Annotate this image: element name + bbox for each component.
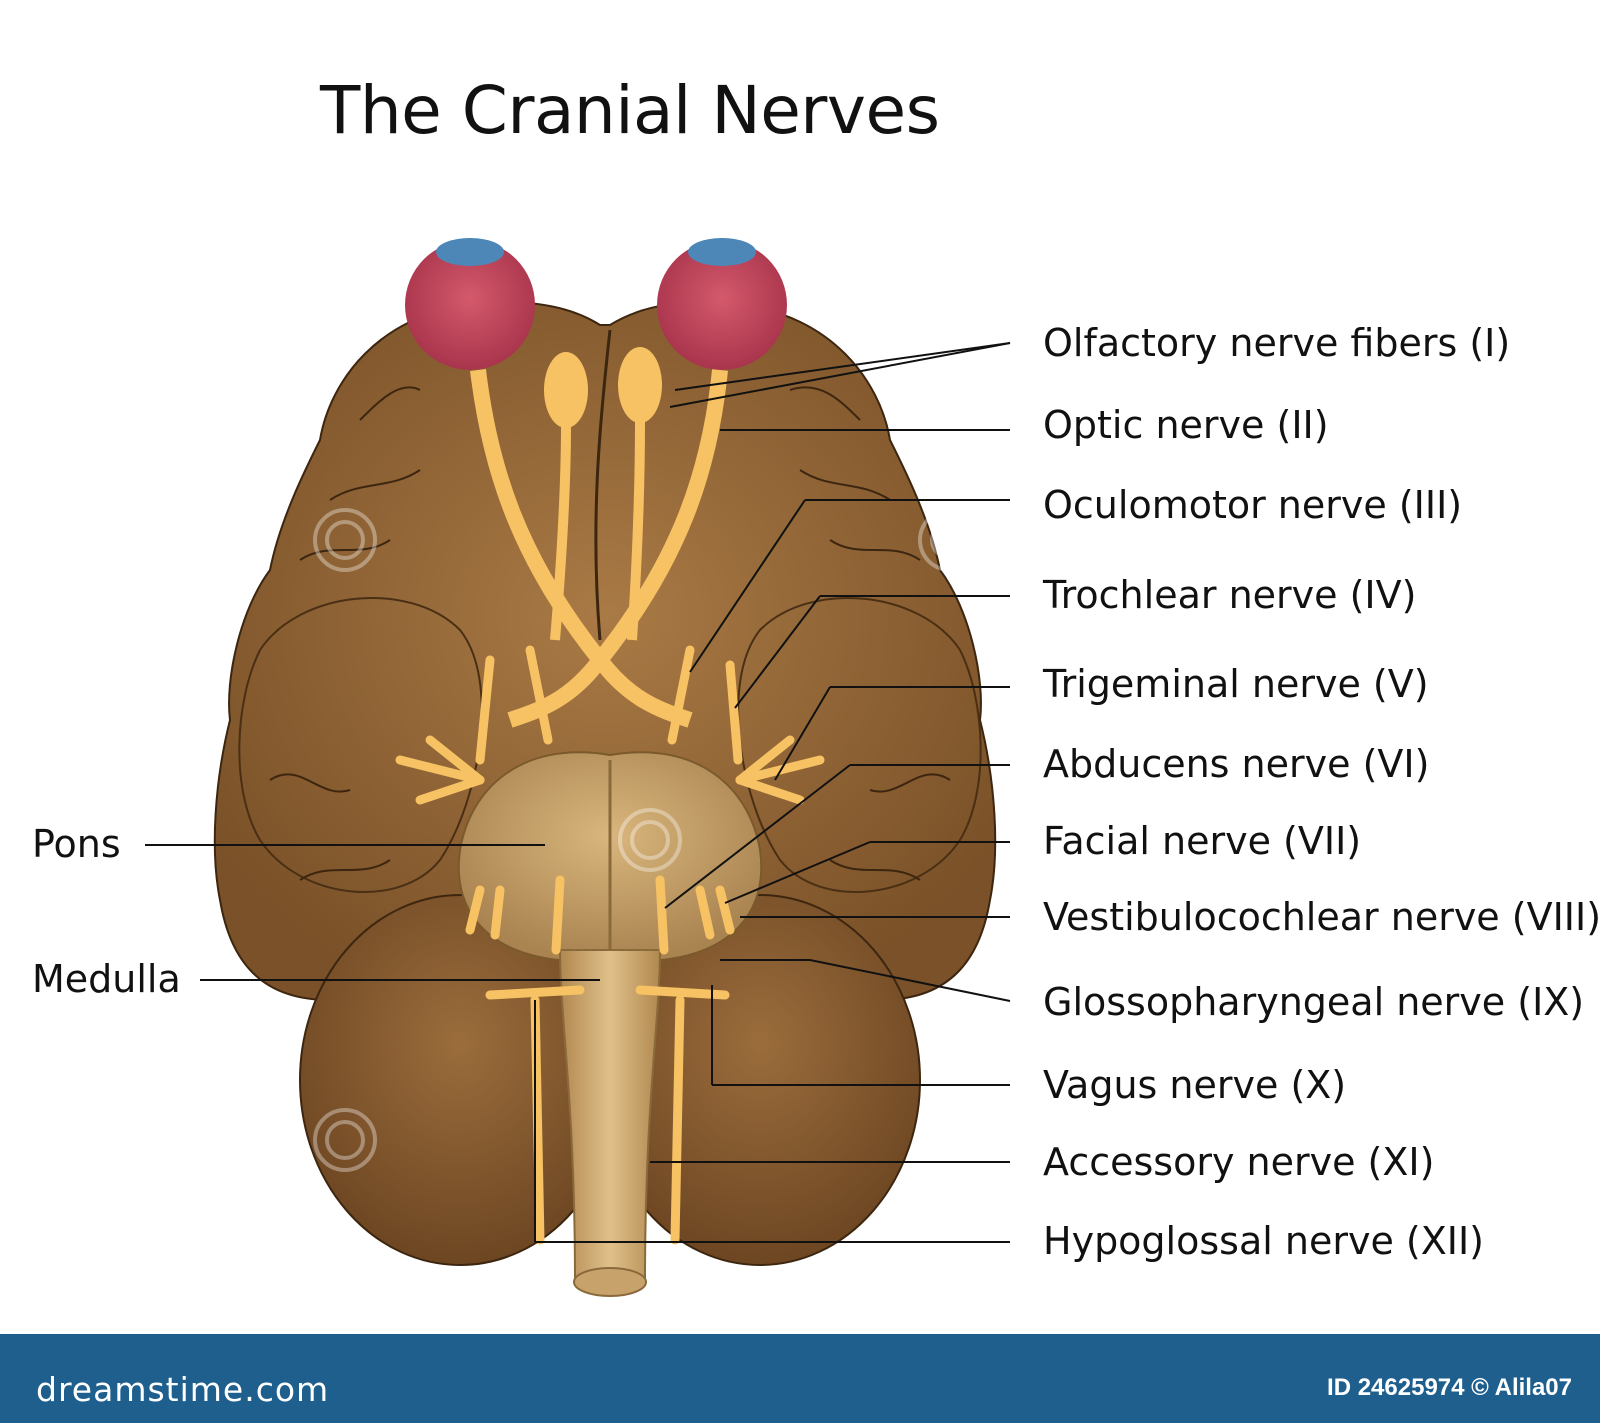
label-abducens: Abducens nerve (VI) [1043,742,1430,786]
label-olfactory: Olfactory nerve fibers (I) [1043,321,1511,365]
label-trochlear: Trochlear nerve (IV) [1043,573,1417,617]
label-hypoglossal: Hypoglossal nerve (XII) [1043,1219,1485,1263]
label-oculomotor: Oculomotor nerve (III) [1043,483,1463,527]
optic-nerve-right [507,369,728,728]
label-vagus: Vagus nerve (X) [1043,1063,1347,1107]
page-title: The Cranial Nerves [320,72,940,149]
label-glossopharyngeal: Glossopharyngeal nerve (IX) [1043,980,1585,1024]
watermark-swirls [313,508,982,1172]
label-accessory: Accessory nerve (XI) [1043,1140,1435,1184]
label-vestibulocochlear: Vestibulocochlear nerve (VIII) [1043,895,1600,939]
right-iris [688,238,756,266]
left-iris [436,238,504,266]
footer-bar: dreamstime.com ID 24625974 © Alila07 [0,1334,1600,1423]
temporal-lobe-left [238,596,483,894]
left-eye [405,240,535,370]
medulla [558,949,662,1281]
optic-nerve-left [470,369,693,728]
olfactory-tract-left [550,424,571,641]
gyri-lines [269,386,951,881]
leader-lines [145,342,1011,1243]
spinal-cord-end [573,1267,647,1297]
olfactory-bulb-right [618,347,662,423]
right-eye [657,240,787,370]
label-trigeminal: Trigeminal nerve (V) [1043,662,1429,706]
footer-image-id: ID 24625974 © Alila07 [1327,1374,1572,1401]
temporal-lobe-right [737,596,982,894]
footer-logo[interactable]: dreamstime.com [36,1370,330,1409]
longitudinal-fissure [594,329,612,641]
label-pons: Pons [32,822,121,866]
label-facial: Facial nerve (VII) [1043,819,1362,863]
label-optic: Optic nerve (II) [1043,403,1329,447]
label-medulla: Medulla [32,957,181,1001]
olfactory-bulb-left [544,352,588,428]
